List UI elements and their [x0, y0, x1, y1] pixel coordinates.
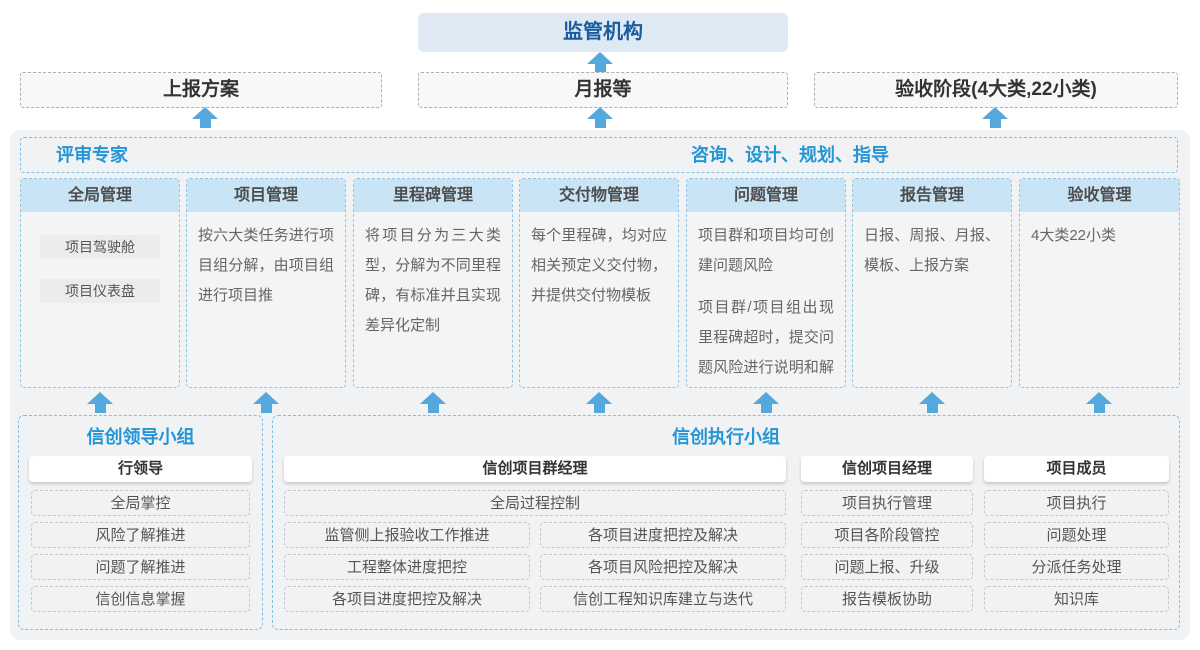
arrow-stem	[593, 404, 605, 413]
arrow-head	[420, 392, 446, 404]
list-item: 信创工程知识库建立与迭代	[540, 586, 786, 612]
column-deliverable-mgmt: 交付物管理 每个里程碑，均对应相关预定义交付物，并提供交付物模板	[519, 178, 679, 388]
column-text: 项目群/项目组出现里程碑超时，提交问题风险进行说明和解决	[698, 299, 834, 376]
arrow-head	[586, 392, 612, 404]
up-arrow-icon	[982, 107, 1008, 128]
up-arrow-icon	[87, 392, 113, 413]
column-title: 项目管理	[187, 179, 345, 212]
arrow-stem	[199, 119, 211, 128]
column-title: 问题管理	[687, 179, 845, 212]
group-title: 信创执行小组	[672, 427, 780, 447]
review-experts-title: 评审专家	[56, 145, 128, 165]
acceptance-stage-box: 验收阶段(4大类,22小类)	[814, 72, 1178, 108]
list-item: 信创信息掌握	[31, 586, 250, 612]
platform-container: 评审专家 咨询、设计、规划、指导 全局管理 项目驾驶舱 项目仪表盘 项目管理 按…	[10, 130, 1190, 640]
arrow-stem	[94, 404, 106, 413]
arrow-head	[919, 392, 945, 404]
column-issue-mgmt: 问题管理 项目群和项目均可创建问题风险 项目群/项目组出现里程碑超时，提交问题风…	[686, 178, 846, 388]
column-title: 全局管理	[21, 179, 179, 212]
up-arrow-icon	[586, 392, 612, 413]
arrow-stem	[594, 119, 606, 128]
list-item: 工程整体进度把控	[284, 554, 530, 580]
column-project-mgmt: 项目管理 按六大类任务进行项目组分解，由项目组进行项目推	[186, 178, 346, 388]
arrow-head	[587, 52, 613, 64]
column-report-mgmt: 报告管理 日报、周报、月报、模板、上报方案	[852, 178, 1012, 388]
list-item: 各项目进度把控及解决	[540, 522, 786, 548]
column-global-mgmt: 全局管理 项目驾驶舱 项目仪表盘	[20, 178, 180, 388]
report-plan-box: 上报方案	[20, 72, 382, 108]
list-item: 分派任务处理	[984, 554, 1169, 580]
column-title: 里程碑管理	[354, 179, 512, 212]
column-title: 报告管理	[853, 179, 1011, 212]
arrow-head	[982, 107, 1008, 119]
list-item: 风险了解推进	[31, 522, 250, 548]
role-pill: 行领导	[29, 456, 252, 482]
monthly-report-box: 月报等	[418, 72, 788, 108]
arrow-stem	[926, 404, 938, 413]
list-item: 全局过程控制	[284, 490, 786, 516]
execution-group: 信创执行小组 信创项目群经理 全局过程控制 监管侧上报验收工作推进 工程整体进度…	[272, 415, 1180, 630]
column-text: 每个里程碑，均对应相关预定义交付物，并提供交付物模板	[531, 227, 667, 304]
arrow-stem	[989, 119, 1001, 128]
up-arrow-icon	[587, 107, 613, 128]
column-text: 按六大类任务进行项目组分解，由项目组进行项目推	[198, 227, 334, 304]
list-item: 问题上报、升级	[801, 554, 973, 580]
arrow-head	[87, 392, 113, 404]
list-item: 全局掌控	[31, 490, 250, 516]
list-item: 报告模板协助	[801, 586, 973, 612]
arrow-head	[1086, 392, 1112, 404]
list-item: 项目仪表盘	[40, 279, 160, 303]
role-pill: 项目成员	[984, 456, 1169, 482]
column-text: 将项目分为三大类型，分解为不同里程碑，有标准并且实现差异化定制	[365, 227, 501, 334]
list-item: 知识库	[984, 586, 1169, 612]
arrow-head	[587, 107, 613, 119]
regulator-box: 监管机构	[418, 13, 788, 52]
list-item: 项目驾驶舱	[40, 235, 160, 259]
role-pill: 信创项目群经理	[284, 456, 786, 482]
column-title: 交付物管理	[520, 179, 678, 212]
arrow-head	[192, 107, 218, 119]
platform-header: 评审专家 咨询、设计、规划、指导	[20, 137, 1178, 173]
up-arrow-icon	[420, 392, 446, 413]
column-title: 验收管理	[1020, 179, 1179, 212]
arrow-stem	[760, 404, 772, 413]
leadership-group: 信创领导小组 行领导 全局掌控 风险了解推进 问题了解推进 信创信息掌握	[18, 415, 263, 630]
arrow-stem	[594, 64, 606, 73]
column-text: 日报、周报、月报、模板、上报方案	[864, 227, 1000, 274]
list-item: 监管侧上报验收工作推进	[284, 522, 530, 548]
up-arrow-icon	[919, 392, 945, 413]
list-item: 项目各阶段管控	[801, 522, 973, 548]
column-text: 4大类22小类	[1031, 227, 1117, 244]
up-arrow-icon	[1086, 392, 1112, 413]
column-acceptance-mgmt: 验收管理 4大类22小类	[1019, 178, 1180, 388]
list-item: 问题了解推进	[31, 554, 250, 580]
list-item: 各项目风险把控及解决	[540, 554, 786, 580]
arrow-stem	[427, 404, 439, 413]
arrow-head	[753, 392, 779, 404]
group-title: 信创领导小组	[86, 427, 195, 447]
column-milestone-mgmt: 里程碑管理 将项目分为三大类型，分解为不同里程碑，有标准并且实现差异化定制	[353, 178, 513, 388]
up-arrow-icon	[192, 107, 218, 128]
arrow-stem	[1093, 404, 1105, 413]
up-arrow-icon	[753, 392, 779, 413]
list-item: 各项目进度把控及解决	[284, 586, 530, 612]
list-item: 项目执行	[984, 490, 1169, 516]
column-text: 项目群和项目均可创建问题风险	[698, 227, 834, 274]
arrow-head	[253, 392, 279, 404]
list-item: 问题处理	[984, 522, 1169, 548]
consulting-title: 咨询、设计、规划、指导	[691, 145, 889, 165]
up-arrow-icon	[587, 52, 613, 73]
up-arrow-icon	[253, 392, 279, 413]
list-item: 项目执行管理	[801, 490, 973, 516]
role-pill: 信创项目经理	[801, 456, 973, 482]
arrow-stem	[260, 404, 272, 413]
